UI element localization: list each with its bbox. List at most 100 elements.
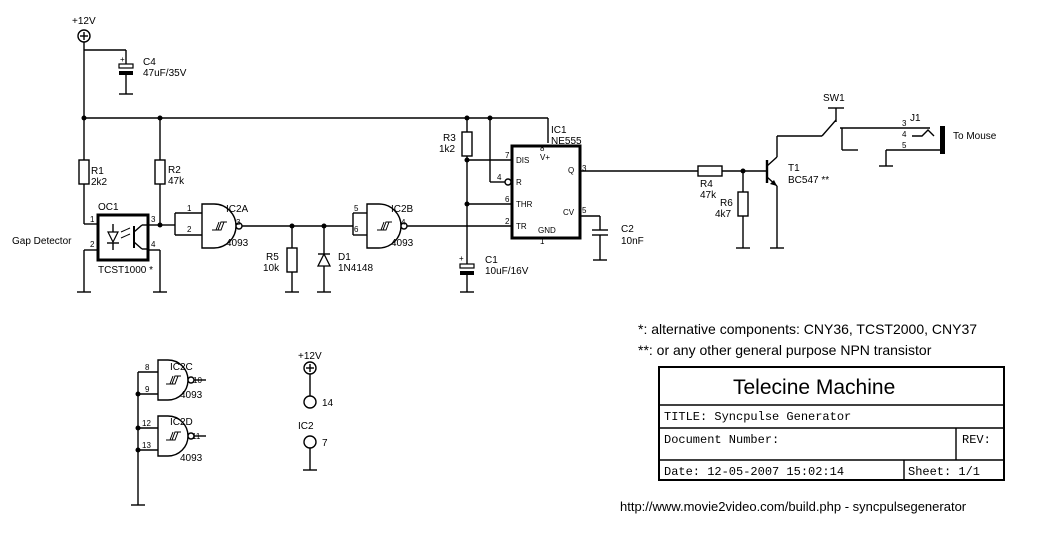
svg-text:TR: TR xyxy=(516,222,527,231)
svg-text:+: + xyxy=(120,55,125,64)
ic2c-ref: IC2C xyxy=(170,362,193,373)
timing-wires xyxy=(464,118,512,207)
gap-detector-label: Gap Detector xyxy=(12,236,72,247)
r4-value: 47k xyxy=(700,190,717,201)
svg-text:2: 2 xyxy=(505,217,510,226)
svg-text:1: 1 xyxy=(540,237,545,246)
sheet-number: Sheet: 1/1 xyxy=(908,465,980,479)
optocoupler-oc1: OC1 1 2 3 4 TCST1000 * xyxy=(84,202,160,276)
svg-text:8: 8 xyxy=(540,144,545,153)
capacitor-c4: + C4 47uF/35V xyxy=(118,50,187,95)
svg-text:4: 4 xyxy=(902,130,907,139)
timer-ic1: IC1 NE555 DIS R THR TR V+ Q CV GND 7 4 6… xyxy=(497,125,587,246)
svg-text:6: 6 xyxy=(354,225,359,234)
svg-text:R: R xyxy=(516,178,522,187)
unused-gates-ground xyxy=(131,371,158,506)
transistor-t1: T1 BC547 ** xyxy=(765,136,829,249)
ic2b-part: 4093 xyxy=(391,238,414,249)
ic2-ref: IC2 xyxy=(298,421,314,432)
to-mouse-label: To Mouse xyxy=(953,131,997,142)
date-label: Date: 12-05-2007 15:02:14 xyxy=(664,465,844,479)
capacitor-c2: C2 10nF xyxy=(580,215,644,261)
r4-ref: R4 xyxy=(700,179,713,190)
svg-text:4: 4 xyxy=(497,173,502,182)
j1-ref: J1 xyxy=(910,113,921,124)
t1-part: BC547 ** xyxy=(788,175,829,186)
svg-text:8: 8 xyxy=(145,363,150,372)
t1-ref: T1 xyxy=(788,163,800,174)
r5-ref: R5 xyxy=(266,252,279,263)
gate-ic2d: 12 13 11 IC2D 4093 xyxy=(142,415,206,464)
c4-ref: C4 xyxy=(143,57,156,68)
svg-text:4: 4 xyxy=(151,240,156,249)
svg-text:V+: V+ xyxy=(540,153,550,162)
ic2a-ref: IC2A xyxy=(226,204,249,215)
ic2a-output-wire xyxy=(242,212,367,236)
svg-text:4: 4 xyxy=(401,218,406,227)
capacitor-c1: + C1 10uF/16V xyxy=(459,254,529,293)
supply-label: +12V xyxy=(72,16,96,27)
ic2a-part: 4093 xyxy=(226,238,249,249)
ic2-supply-label: +12V xyxy=(298,351,322,362)
svg-text:9: 9 xyxy=(145,385,150,394)
svg-text:DIS: DIS xyxy=(516,156,529,165)
svg-text:13: 13 xyxy=(142,441,151,450)
resistor-r2: R2 47k xyxy=(154,118,185,227)
switch-sw1: SW1 xyxy=(777,93,858,151)
svg-text:5: 5 xyxy=(354,204,359,213)
r3-value: 1k2 xyxy=(439,144,456,155)
supply-12v: +12V xyxy=(72,16,126,118)
svg-text:14: 14 xyxy=(322,398,334,409)
ic2c-part: 4093 xyxy=(180,390,203,401)
svg-text:7: 7 xyxy=(322,438,328,449)
oc1-ref: OC1 xyxy=(98,202,119,213)
resistor-r4: R4 47k xyxy=(697,165,767,201)
r5-value: 10k xyxy=(263,263,280,274)
svg-text:3: 3 xyxy=(151,215,156,224)
svg-text:5: 5 xyxy=(902,141,907,150)
ic2d-ref: IC2D xyxy=(170,417,193,428)
ic1-ref: IC1 xyxy=(551,125,567,136)
svg-text:GND: GND xyxy=(538,226,556,235)
gate-ic2b: 5 6 4 IC2B 4093 xyxy=(354,203,414,249)
svg-text:THR: THR xyxy=(516,200,533,209)
r2-value: 47k xyxy=(168,176,185,187)
svg-text:10: 10 xyxy=(193,376,202,385)
title-block: Telecine Machine TITLE: Syncpulse Genera… xyxy=(658,366,1005,481)
svg-text:6: 6 xyxy=(505,195,510,204)
source-url: http://www.movie2video.com/build.php - s… xyxy=(620,499,967,514)
rev-label: REV: xyxy=(962,433,991,447)
gate-ic2c: 8 9 10 IC2C 4093 xyxy=(145,359,206,401)
r6-ref: R6 xyxy=(720,198,733,209)
d1-value: 1N4148 xyxy=(338,263,373,274)
svg-text:12: 12 xyxy=(142,419,151,428)
document-number-label: Document Number: xyxy=(664,433,779,447)
r1-ref: R1 xyxy=(91,166,104,177)
diode-d1: D1 1N4148 xyxy=(316,226,373,293)
jack-j1: J1 3 4 5 To Mouse xyxy=(858,113,997,167)
ic1-part: NE555 xyxy=(551,136,582,147)
oc1-part: TCST1000 * xyxy=(98,265,153,276)
d1-ref: D1 xyxy=(338,252,351,263)
c1-ref: C1 xyxy=(485,255,498,266)
svg-text:7: 7 xyxy=(505,151,510,160)
sheet-title: TITLE: Syncpulse Generator xyxy=(664,410,851,424)
svg-text:+: + xyxy=(459,254,464,263)
r2-ref: R2 xyxy=(168,165,181,176)
gate-ic2a: 1 2 3 IC2A 4093 xyxy=(187,203,249,249)
svg-text:3: 3 xyxy=(582,164,587,173)
svg-text:Q: Q xyxy=(568,166,574,175)
c4-value: 47uF/35V xyxy=(143,68,187,79)
r1-value: 2k2 xyxy=(91,177,108,188)
c1-value: 10uF/16V xyxy=(485,266,529,277)
ic2-power-pins: +12V 14 IC2 7 xyxy=(298,351,334,471)
svg-text:1: 1 xyxy=(187,204,192,213)
oc1-output-wire xyxy=(157,212,202,236)
c2-value: 10nF xyxy=(621,236,644,247)
resistor-r3: R3 1k2 xyxy=(439,115,473,264)
note-npn-transistor: **: or any other general purpose NPN tra… xyxy=(638,342,932,358)
r6-value: 4k7 xyxy=(715,209,732,220)
svg-text:5: 5 xyxy=(582,206,587,215)
svg-text:11: 11 xyxy=(192,432,201,441)
svg-text:2: 2 xyxy=(90,240,95,249)
